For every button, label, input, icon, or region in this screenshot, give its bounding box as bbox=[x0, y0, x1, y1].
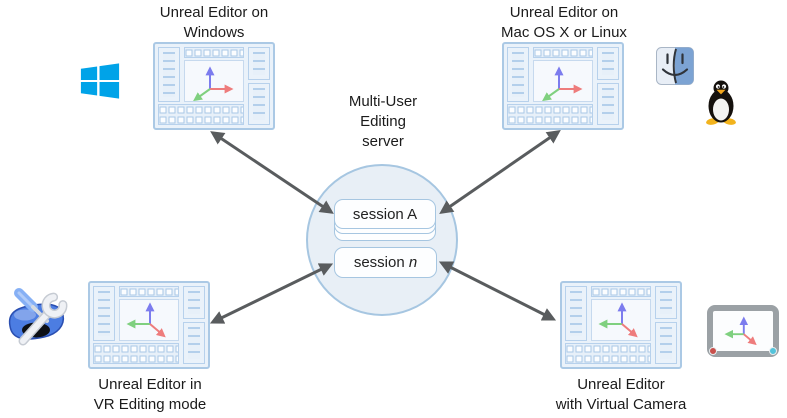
editor-left-panel bbox=[507, 47, 529, 102]
editor-right-panel bbox=[183, 322, 205, 364]
label-line: with Virtual Camera bbox=[555, 396, 687, 413]
viewport-axis-gizmo-icon bbox=[542, 66, 583, 102]
label-line: server bbox=[362, 133, 404, 150]
vr-headset-tools-icon bbox=[8, 288, 68, 346]
session-n-label: session n bbox=[353, 254, 418, 271]
editor-window-mockup-vr bbox=[88, 281, 210, 369]
viewport-axis-gizmo-icon bbox=[598, 302, 638, 338]
editor-toolbar bbox=[533, 47, 593, 58]
label-line: Windows bbox=[183, 24, 245, 41]
content-browser-thumbnails bbox=[159, 105, 243, 124]
windows-logo-icon bbox=[80, 63, 120, 99]
content-browser-thumbnails bbox=[94, 344, 178, 363]
toolbar-buttons bbox=[120, 287, 178, 296]
editor-viewport bbox=[184, 60, 244, 102]
editor-viewport bbox=[119, 299, 179, 341]
viewport-axis-gizmo-icon bbox=[193, 66, 234, 102]
editor-right-panel bbox=[597, 47, 619, 80]
editor-left-panel bbox=[158, 47, 180, 102]
editor-content-browser bbox=[507, 104, 593, 125]
viewport-axis-gizmo-icon bbox=[126, 302, 166, 338]
editor-window-mockup-windows bbox=[153, 42, 275, 130]
label-line: Unreal Editor on bbox=[509, 4, 619, 21]
label-line: Unreal Editor in bbox=[98, 376, 202, 393]
editor-window-mockup-virtual-camera bbox=[560, 281, 682, 369]
linux-tux-icon bbox=[706, 80, 736, 125]
label-line: Multi-User bbox=[348, 93, 418, 110]
toolbar-buttons bbox=[185, 48, 243, 57]
editor-left-panel bbox=[93, 286, 115, 341]
connector-windows-session-a bbox=[210, 131, 334, 214]
connector-mac-linux-session-a bbox=[439, 130, 561, 214]
viewport-axis-gizmo-icon bbox=[724, 316, 757, 346]
session-a-label: session A bbox=[352, 205, 418, 223]
editor-right-panel bbox=[655, 322, 677, 364]
editor-right-panel bbox=[248, 47, 270, 80]
editor-right-panel bbox=[655, 286, 677, 319]
record-button-red bbox=[709, 347, 717, 355]
editor-viewport bbox=[591, 299, 651, 341]
editor-window-mockup-mac-linux bbox=[502, 42, 624, 130]
editor-viewport bbox=[533, 60, 593, 102]
label-line: VR Editing mode bbox=[93, 396, 207, 413]
content-browser-thumbnails bbox=[566, 344, 650, 363]
connector-virtual-camera-session-n bbox=[438, 261, 557, 321]
session-n-box: session n bbox=[334, 247, 437, 278]
editor-toolbar bbox=[119, 286, 179, 297]
session-a-box: session A bbox=[334, 199, 436, 229]
label-server: Multi-User Editing server bbox=[349, 92, 417, 152]
editor-right-panel bbox=[183, 286, 205, 319]
label-line: Editing bbox=[360, 113, 406, 130]
label-editor-windows: Unreal Editor on Windows bbox=[160, 3, 268, 43]
label-editor-mac-linux: Unreal Editor on Mac OS X or Linux bbox=[501, 3, 627, 43]
label-line: Unreal Editor bbox=[577, 376, 665, 393]
virtual-camera-tablet-icon bbox=[707, 305, 779, 357]
editor-content-browser bbox=[158, 104, 244, 125]
label-line: Unreal Editor on bbox=[159, 4, 269, 21]
label-editor-virtual-camera: Unreal Editor with Virtual Camera bbox=[556, 375, 687, 415]
label-line: Mac OS X or Linux bbox=[501, 24, 627, 41]
editor-toolbar bbox=[184, 47, 244, 58]
connector-vr-session-n bbox=[209, 263, 334, 324]
toolbar-buttons bbox=[534, 48, 592, 57]
editor-right-panel bbox=[248, 83, 270, 125]
editor-content-browser bbox=[565, 343, 651, 364]
editor-right-panel bbox=[597, 83, 619, 125]
content-browser-thumbnails bbox=[508, 105, 592, 124]
editor-toolbar bbox=[591, 286, 651, 297]
mac-finder-icon bbox=[656, 47, 694, 85]
toolbar-buttons bbox=[592, 287, 650, 296]
editor-content-browser bbox=[93, 343, 179, 364]
record-button-cyan bbox=[769, 347, 777, 355]
label-editor-vr: Unreal Editor in VR Editing mode bbox=[94, 375, 207, 415]
editor-left-panel bbox=[565, 286, 587, 341]
